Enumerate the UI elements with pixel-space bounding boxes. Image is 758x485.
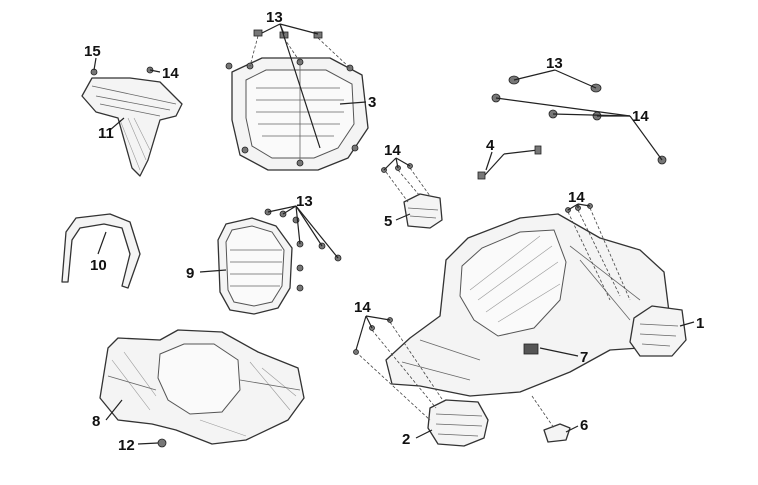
- callout-12: 12: [118, 437, 135, 454]
- callout-14-part5: 14: [384, 142, 401, 159]
- part-9-headlight: [217, 208, 342, 315]
- part-8-handlebar-cover: [99, 329, 305, 445]
- part-6-bezel: [531, 395, 571, 443]
- callout-14-right: 14: [568, 189, 585, 206]
- part-10-trim: [61, 213, 141, 289]
- part-1-right-switch: [565, 203, 687, 357]
- callout-6: 6: [580, 417, 588, 434]
- callout-14-upper-right: 14: [632, 108, 649, 125]
- callout-13-mid: 13: [296, 193, 313, 210]
- part-11-small-cover: [81, 66, 183, 177]
- callout-1: 1: [696, 315, 704, 332]
- part-12-screw: [157, 438, 167, 448]
- callout-10: 10: [90, 257, 107, 274]
- part-7-inner-body: [385, 213, 671, 397]
- part-4-clip: [477, 145, 542, 180]
- callout-4: 4: [486, 137, 495, 154]
- callout-14-top-left: 14: [162, 65, 179, 82]
- callout-11: 11: [98, 125, 114, 142]
- callout-13-top: 13: [266, 9, 283, 26]
- callout-2: 2: [402, 431, 410, 448]
- callout-15: 15: [84, 43, 101, 60]
- leader-lines: [93, 23, 695, 445]
- callout-9: 9: [186, 265, 194, 282]
- callout-labels: 13 3 15 14 11 13 14 14 4 5 13 9 10 14 1 …: [84, 9, 704, 454]
- callout-8: 8: [92, 413, 100, 430]
- callout-3: 3: [368, 94, 376, 111]
- part-3-upper-cover: [231, 57, 369, 171]
- callout-7: 7: [580, 349, 588, 366]
- part-2-left-switch: [353, 317, 489, 447]
- callout-13-upper-right: 13: [546, 55, 563, 72]
- callout-14-lower: 14: [354, 299, 371, 316]
- callout-5: 5: [384, 213, 392, 230]
